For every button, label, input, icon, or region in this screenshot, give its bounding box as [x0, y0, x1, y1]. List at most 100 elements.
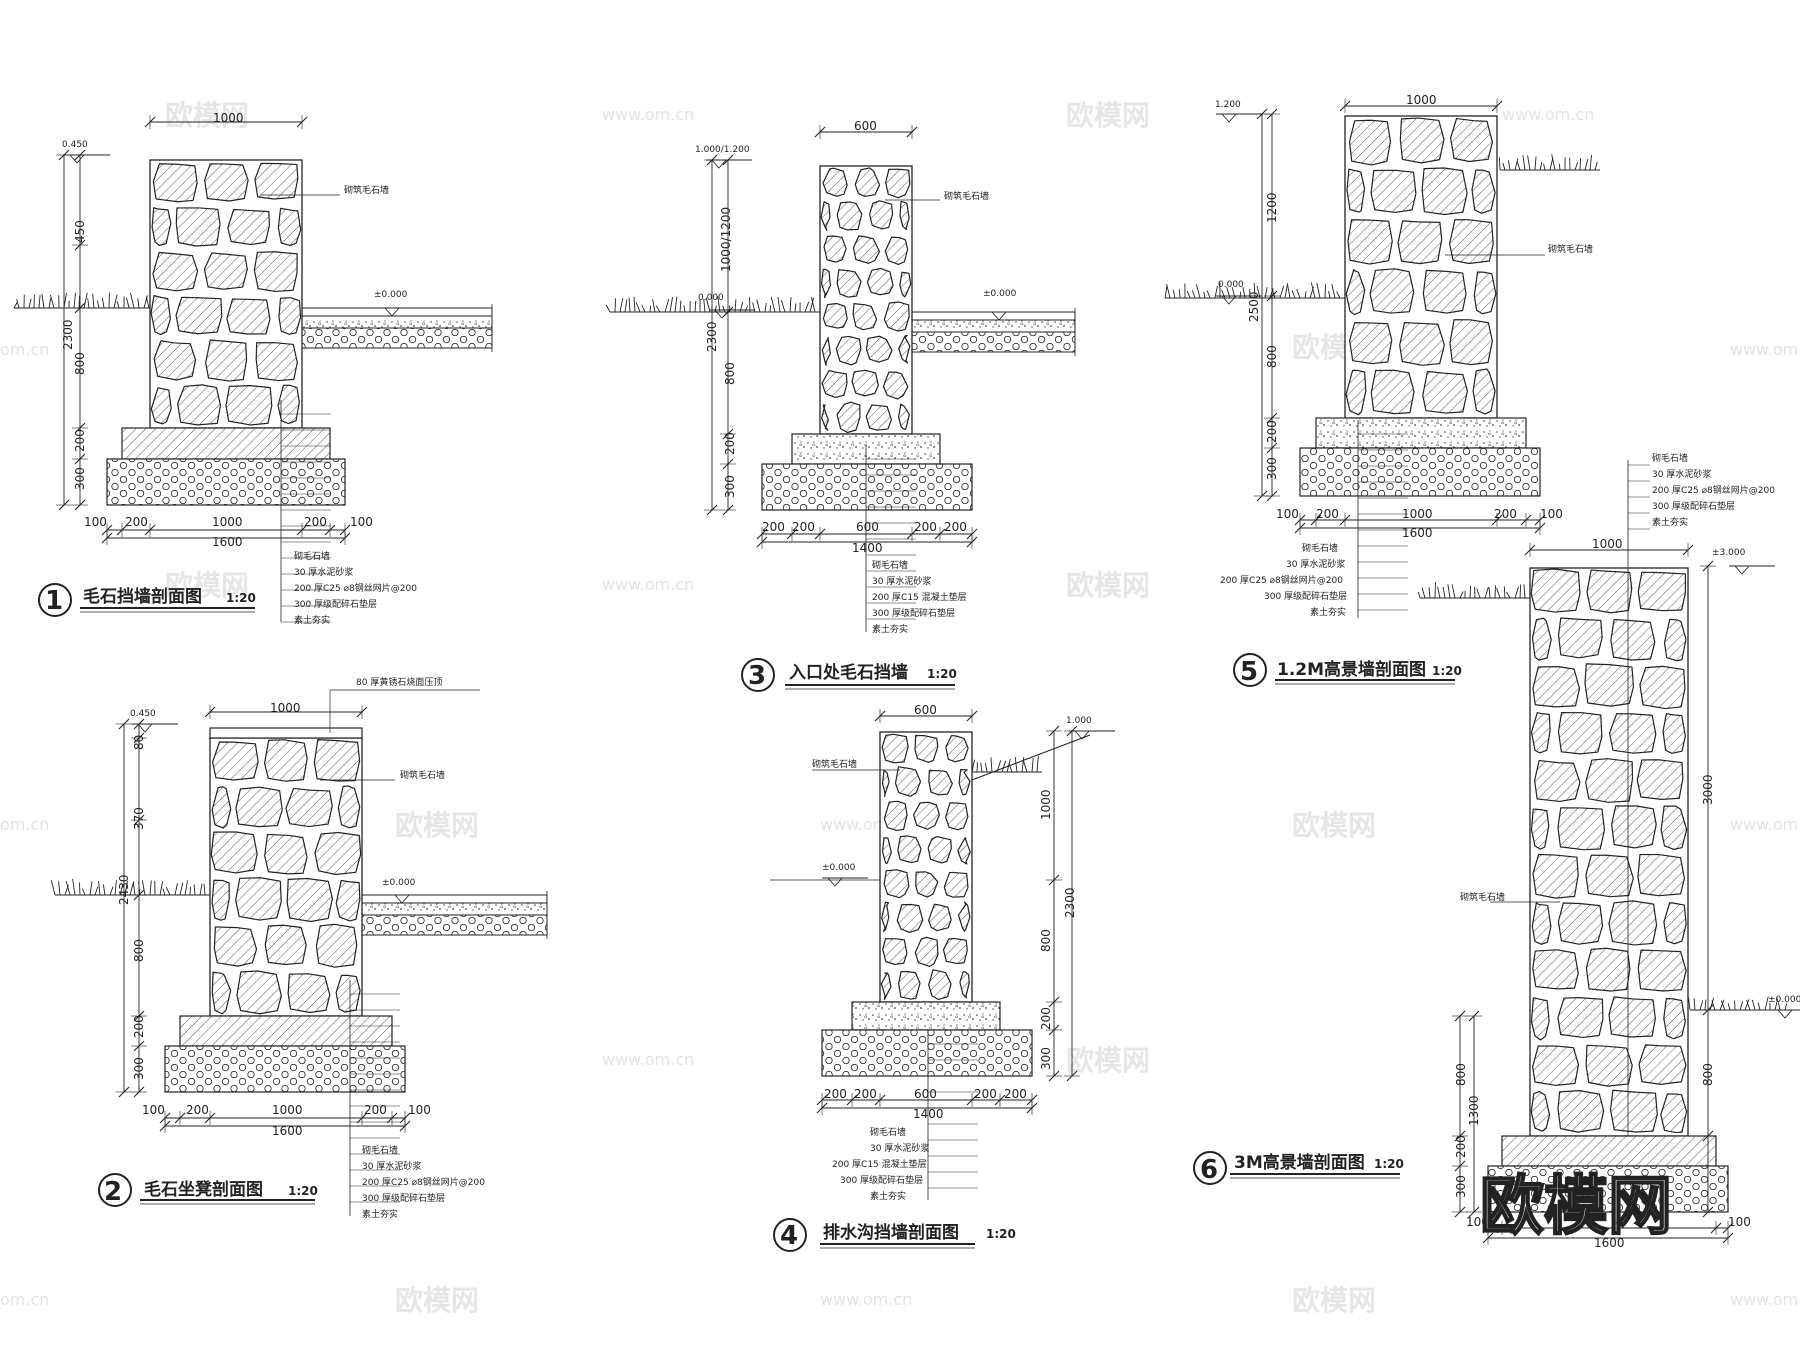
- s2-grass-blade: [199, 883, 203, 896]
- section-1-bdim-2: 200: [125, 515, 148, 529]
- s6-wall-stone: [1609, 1089, 1658, 1133]
- section-5-bdim-3: 1000: [1402, 507, 1433, 521]
- s2-grass-blade: [89, 881, 93, 896]
- section-4-note-4: 300 厚级配碎石垫层: [840, 1174, 923, 1186]
- s5-grass-blade: [1331, 283, 1336, 299]
- s1-paving-mortar: [301, 315, 493, 329]
- section-6-scale: 1:20: [1374, 1157, 1404, 1171]
- s5-grass-top-blade: [1574, 162, 1579, 171]
- s1-grass-blade: [101, 297, 105, 309]
- s6-grass-right-blade: [1777, 1002, 1781, 1011]
- section-4-bdim-2: 200: [854, 1087, 877, 1101]
- s2-wall-stone: [211, 741, 259, 781]
- s2-grass-blade: [109, 886, 114, 896]
- s3-wall-stone: [821, 370, 848, 399]
- s2-wall-stone: [211, 786, 232, 829]
- s3-grass-blade: [810, 297, 816, 313]
- s5-grass-top-blade: [1527, 155, 1531, 171]
- s3-grass-blade: [652, 299, 656, 313]
- s5-wall-stone: [1472, 368, 1496, 415]
- s3-grass-blade: [679, 300, 682, 313]
- s5-grass: [1164, 282, 1345, 299]
- watermark-text: om.cn: [0, 1290, 49, 1309]
- s3-grass-blade: [714, 305, 717, 313]
- s5-grass-blade: [1253, 282, 1256, 299]
- s5-grass-blade: [1296, 288, 1301, 299]
- section-4-vdim-300: 300: [1039, 1047, 1053, 1070]
- s4-wall-stone: [897, 835, 922, 864]
- s6-wall-stone: [1662, 713, 1686, 754]
- s6-wall-stone: [1610, 618, 1656, 661]
- s5-wall-stone: [1370, 369, 1415, 415]
- s4-grass: [971, 756, 1042, 773]
- s1-wall-stone: [254, 162, 299, 200]
- s1-wall-stone: [205, 339, 248, 382]
- section-5-vdim-200: 200: [1265, 420, 1279, 443]
- section-5-title: 1.2M高景墙剖面图: [1277, 659, 1426, 680]
- section-3-bdim-3: 600: [856, 520, 879, 534]
- s1-wall-stone: [277, 207, 302, 247]
- s4-wall-stone: [928, 769, 953, 796]
- s5-grass-blade: [1164, 285, 1168, 299]
- s5-grass-top-blade: [1522, 155, 1526, 171]
- section-2-vdim-200: 200: [132, 1015, 146, 1038]
- s6-grass-right-blade: [1727, 1003, 1731, 1011]
- s4-wall: [879, 731, 973, 1003]
- s3-wall-stone: [851, 369, 879, 397]
- s5-wall: [1344, 115, 1498, 419]
- section-5-wall-label: 砌筑毛石墙: [1548, 243, 1593, 255]
- s6-grass-top-blade: [1488, 587, 1491, 599]
- s5-wall-stone: [1348, 119, 1392, 166]
- s6-grass-top-blade: [1514, 586, 1519, 599]
- s4-elev-floor-mark-arrow: [827, 877, 843, 887]
- section-6-vdim-3000: 3000: [1701, 774, 1715, 805]
- s6-wall-stone: [1532, 1045, 1580, 1086]
- s4-wall-stone: [881, 901, 890, 933]
- s6-grass-top-blade: [1484, 587, 1489, 599]
- s1-grass-blade: [16, 298, 20, 309]
- s4-wall-stone: [959, 970, 970, 999]
- section-3-bdim-2: 200: [792, 520, 815, 534]
- s3-wall-stone: [882, 371, 909, 400]
- s4-grass-blade: [1014, 757, 1018, 773]
- s1-paving-tile: [301, 307, 493, 317]
- s3-grass-blade: [770, 296, 776, 313]
- section-4-elev-floor: ±0.000: [822, 863, 856, 873]
- s6-concrete-base: [1501, 1135, 1717, 1167]
- s6-grass-top-blade: [1503, 586, 1506, 599]
- s5-grass-blade: [1221, 289, 1226, 299]
- s6-grass-top-blade: [1459, 591, 1464, 599]
- section-1-vdim-450: 450: [73, 220, 87, 243]
- s6-wall-stone: [1530, 568, 1581, 613]
- s5-wall-stone: [1347, 219, 1393, 265]
- s4-wall-stone: [942, 937, 968, 965]
- s2-wall-stone: [314, 831, 362, 876]
- s5-elev-top-mark-arrow: [1221, 113, 1237, 123]
- s3-elev-floor-mark: [986, 311, 1032, 321]
- s1-wall-stone: [203, 252, 248, 290]
- s1-grass-blade: [96, 300, 100, 309]
- s2-wall-stone: [286, 877, 334, 923]
- section-1-vdim-200: 200: [73, 429, 87, 452]
- section-2-total: 1600: [272, 1124, 303, 1138]
- s1-wall-stone: [226, 298, 271, 335]
- s6-wall-stone: [1557, 617, 1603, 659]
- section-3-bdim-5: 200: [944, 520, 967, 534]
- s6-wall-stone: [1586, 569, 1633, 614]
- s4-grass-blade: [996, 760, 1002, 773]
- s1-wall-stone: [151, 207, 172, 247]
- s6-grass-right-blade: [1688, 997, 1691, 1011]
- section-5-vdim-2500: 2500: [1247, 291, 1261, 322]
- s5-grass-blade: [1195, 284, 1201, 299]
- section-4-top-width: 600: [914, 703, 937, 717]
- s3-grass-blade: [703, 298, 706, 313]
- s5-elev-ground-mark: [1216, 295, 1262, 305]
- s4-grass-blade: [1021, 757, 1025, 773]
- s4-elev-top-mark-arrow: [1074, 730, 1090, 740]
- s6-grass-top-blade: [1417, 591, 1421, 599]
- section-1-note-1: 砌毛石墙: [294, 550, 330, 562]
- s6-wall-stone: [1531, 901, 1552, 945]
- s5-grass-top-blade: [1543, 163, 1546, 171]
- section-6-vdim-800-left: 800: [1454, 1063, 1468, 1086]
- s2-wall-stone: [287, 973, 331, 1014]
